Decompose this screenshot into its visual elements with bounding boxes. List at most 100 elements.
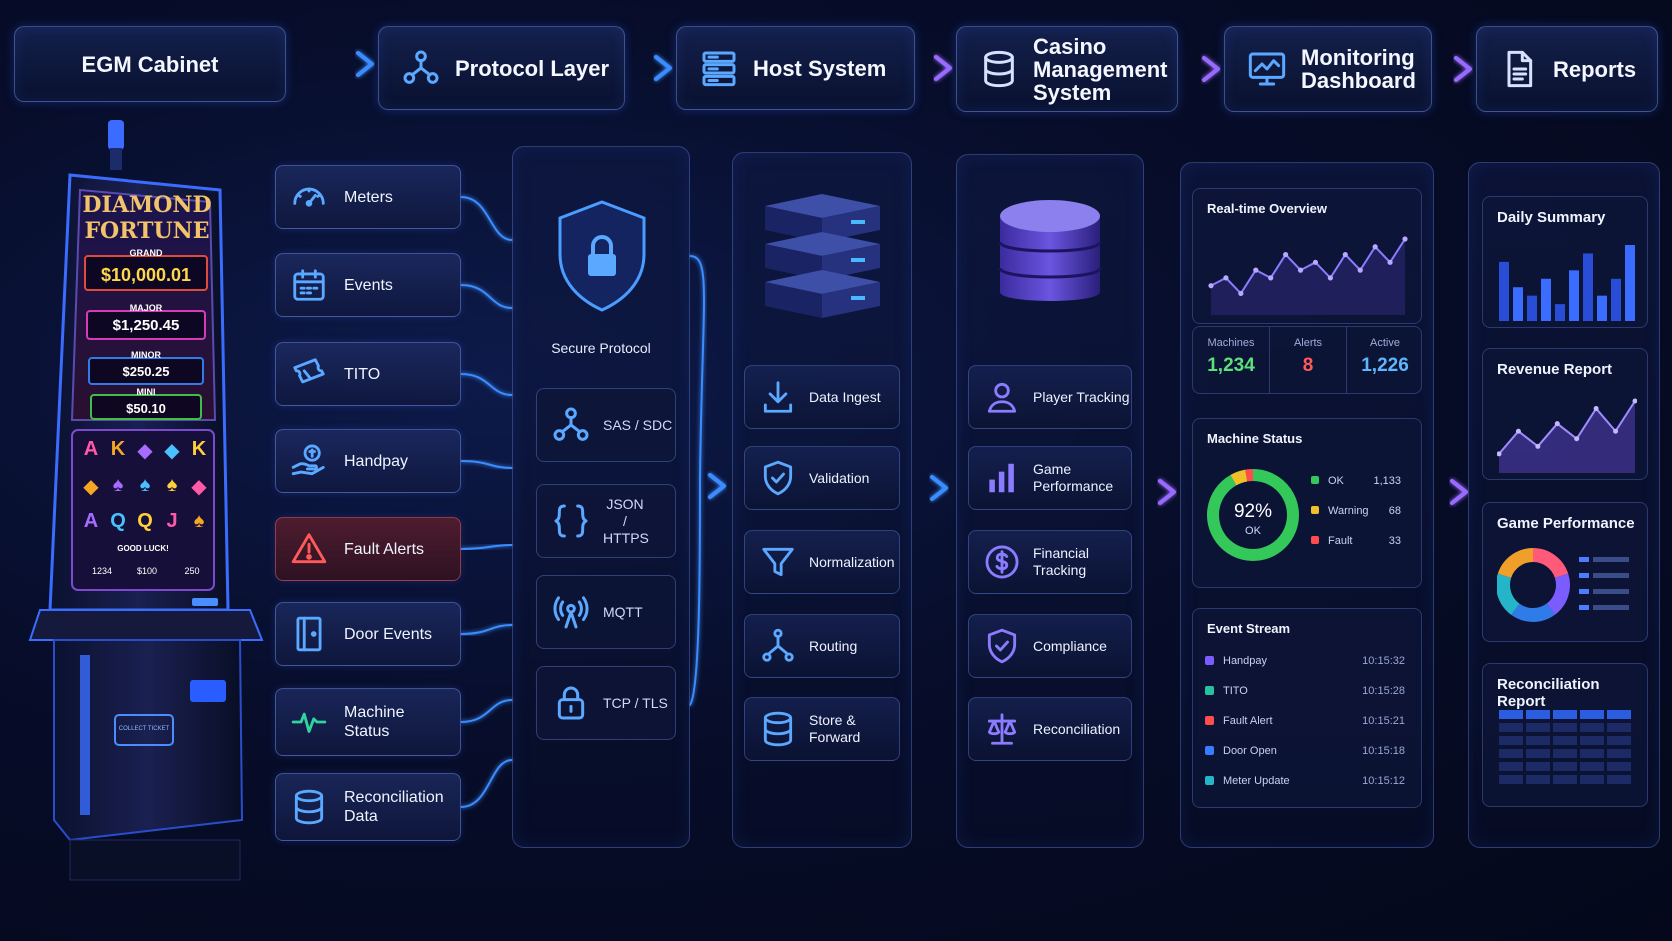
host-data-ingest[interactable]: Data Ingest	[744, 365, 900, 429]
protocol-sas-sdc[interactable]: SAS / SDC	[536, 388, 676, 462]
dashboard-to-reports-arrow	[1450, 479, 1468, 505]
pipeline-stage-3[interactable]: Host System	[676, 26, 915, 110]
report-table-cell	[1499, 762, 1523, 771]
jackpot-label: GRAND	[129, 248, 163, 258]
report-point	[1535, 443, 1541, 449]
network-nodes-icon	[553, 407, 589, 441]
report-title: Reconciliation Report	[1497, 676, 1600, 710]
pulse-icon	[291, 712, 327, 733]
source-connector	[460, 544, 513, 550]
report-table-cell	[1580, 736, 1604, 745]
event-time: 10:15:32	[1362, 655, 1405, 667]
pipeline-stage-6[interactable]: Reports	[1476, 26, 1658, 112]
cms-financial-tracking[interactable]: Financial Tracking	[968, 530, 1132, 594]
report-table-cell	[1553, 723, 1577, 732]
report-game-performance[interactable]: Game Performance	[1482, 502, 1648, 642]
machine-status-title: Machine Status	[1207, 431, 1303, 446]
cms-reconciliation[interactable]: Reconciliation	[968, 697, 1132, 761]
donut-segment-warning	[1230, 469, 1248, 486]
host-item-label: Routing	[809, 637, 858, 654]
host-validation[interactable]: Validation	[744, 446, 900, 510]
report-table-cell	[1607, 723, 1631, 732]
jackpot-mini: MINI$50.10	[90, 387, 202, 420]
pipeline-stage-5[interactable]: Monitoring Dashboard	[1224, 26, 1432, 112]
reel-symbol: Q	[137, 510, 153, 532]
report-table-cell	[1553, 749, 1577, 758]
pipeline-arrow-head	[1454, 56, 1472, 82]
cms-compliance[interactable]: Compliance	[968, 614, 1132, 678]
reel-symbol: ♠	[139, 474, 151, 496]
report-bar	[1625, 245, 1635, 321]
report-bars-graphic	[1499, 245, 1635, 321]
source-door-events[interactable]: Door Events	[275, 602, 461, 666]
report-table-cell	[1499, 775, 1523, 784]
reel-symbol: J	[166, 510, 178, 532]
filter-icon	[762, 547, 794, 577]
event-label: Handpay	[1223, 655, 1268, 667]
source-connector	[460, 196, 513, 241]
pipeline-stage-4[interactable]: Casino Management System	[956, 26, 1178, 112]
jackpot-amount: $1,250.45	[112, 317, 180, 334]
donut-segment-fault	[1245, 469, 1254, 482]
event-row[interactable]: Handpay 10:15:32	[1205, 655, 1405, 671]
cms-to-dashboard-arrow	[1158, 479, 1176, 505]
cms-game-performance[interactable]: Game Performance	[968, 446, 1132, 510]
cms-player-tracking[interactable]: Player Tracking	[968, 365, 1132, 429]
report-donut-segment	[1511, 603, 1555, 622]
source-connector	[460, 699, 513, 723]
protocol-tcp-tls[interactable]: TCP / TLS	[536, 666, 676, 740]
pipeline-arrow-head	[356, 51, 374, 77]
host-item-label: Store & Forward	[809, 712, 861, 745]
door-icon	[296, 616, 322, 652]
pipeline-stage-label: Host System	[753, 55, 887, 81]
metric-value: 1,226	[1361, 355, 1409, 376]
report-revenue-report[interactable]: Revenue Report	[1482, 348, 1648, 480]
broadcast-icon	[553, 596, 589, 629]
protocol-json-https[interactable]: JSON / HTTPS	[536, 484, 676, 558]
source-fault-alerts[interactable]: Fault Alerts	[275, 517, 461, 581]
pipeline-stage-1[interactable]: EGM Cabinet	[14, 26, 286, 102]
report-legend-swatch	[1579, 589, 1589, 594]
pipeline-arrow-head	[934, 55, 952, 81]
source-handpay[interactable]: Handpay	[275, 429, 461, 493]
report-bar	[1527, 295, 1537, 321]
beacon-light	[108, 120, 124, 150]
protocol-label: MQTT	[603, 603, 643, 620]
source-reconciliation-data[interactable]: Reconciliation Data	[275, 773, 461, 841]
host-normalization[interactable]: Normalization	[744, 530, 900, 594]
report-reconciliation-report[interactable]: Reconciliation Report	[1482, 663, 1648, 807]
overview-point	[1223, 275, 1229, 281]
report-table-cell	[1499, 749, 1523, 758]
overview-point	[1342, 251, 1348, 258]
source-tito[interactable]: TITO	[275, 342, 461, 406]
report-daily-summary[interactable]: Daily Summary	[1482, 196, 1648, 328]
source-label: Reconciliation Data	[344, 789, 444, 825]
lock-icon	[557, 686, 585, 720]
source-events[interactable]: Events	[275, 253, 461, 317]
overview-point	[1387, 259, 1393, 265]
cms-item-label: Player Tracking	[1033, 388, 1130, 405]
monitor-chart-icon	[1248, 52, 1286, 86]
reel-symbol: ◆	[191, 476, 207, 498]
machine-status-donut	[1207, 469, 1299, 561]
overview-point	[1238, 290, 1244, 297]
reel-symbol: A	[83, 438, 99, 460]
bill-validator	[190, 680, 226, 702]
source-machine-status[interactable]: Machine Status	[275, 688, 461, 756]
jackpot-major: MAJOR$1,250.45	[86, 303, 206, 340]
host-store-forward[interactable]: Store & Forward	[744, 697, 900, 761]
protocol-mqtt[interactable]: MQTT	[536, 575, 676, 649]
report-table-cell	[1580, 749, 1604, 758]
overview-line-chart	[1208, 236, 1408, 315]
report-table-graphic	[1499, 710, 1631, 784]
pipeline-stage-2[interactable]: Protocol Layer	[378, 26, 625, 110]
source-meters[interactable]: Meters	[275, 165, 461, 229]
host-routing[interactable]: Routing	[744, 614, 900, 678]
source-connector	[460, 624, 513, 635]
